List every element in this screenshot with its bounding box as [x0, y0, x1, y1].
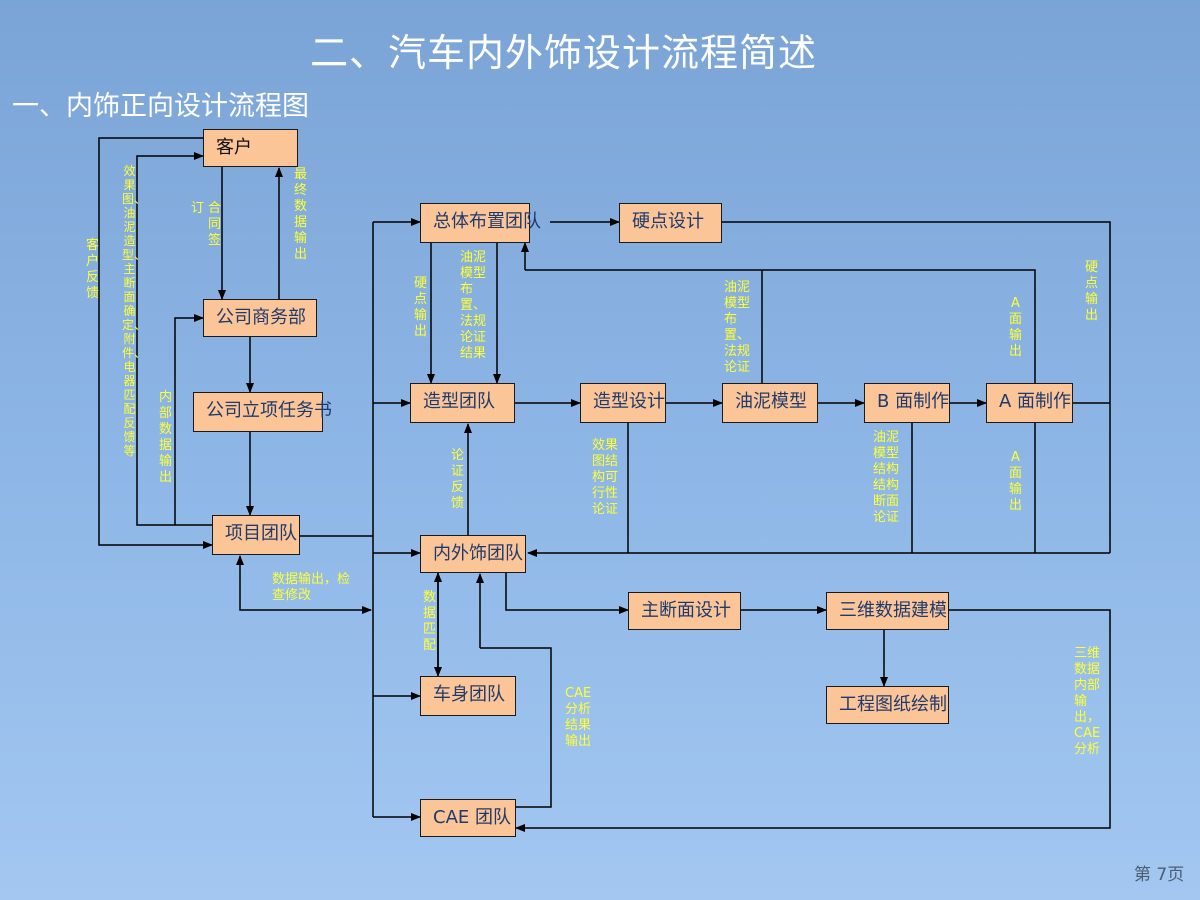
label-a-surface-out-upper: A面输出	[1008, 296, 1022, 359]
b-surface-node[interactable]: B 面制作	[864, 383, 950, 423]
label-feasibility: 效果图结构可行性论证	[592, 438, 619, 517]
section-design-node[interactable]: 主断面设计	[628, 592, 741, 630]
customer-node[interactable]: 客户	[203, 129, 298, 167]
label-hardpoint-out-left: 硬点输出	[413, 276, 427, 339]
project-team-node[interactable]: 项目团队	[212, 515, 300, 555]
label-customer-feedback: 客户反馈	[85, 238, 99, 301]
label-final-data: 最终数据输出	[293, 167, 307, 262]
label-data-check: 数据输出，检查修改	[272, 572, 351, 603]
modeling-3d-node[interactable]: 三维数据建模	[826, 592, 949, 630]
layout-team-node[interactable]: 总体布置团队	[420, 203, 541, 243]
label-internal-data: 内部数据输出	[158, 390, 172, 485]
section-subtitle: 一、内饰正向设计流程图	[12, 91, 309, 122]
styling-design-node[interactable]: 造型设计	[580, 383, 666, 423]
label-data-match: 数据匹配	[422, 590, 436, 653]
label-hardpoint-out-right: 硬点输出	[1084, 260, 1098, 323]
label-contract-a: 订	[190, 201, 204, 216]
label-cae-3d: 三维数据内部输出，CAE分析	[1074, 646, 1101, 757]
label-a-surface-out-lower: A面输出	[1008, 450, 1022, 513]
engineering-drawing-node[interactable]: 工程图纸绘制	[826, 686, 949, 724]
hardpoint-design-node[interactable]: 硬点设计	[619, 203, 722, 243]
label-contract-b: 合同签	[207, 201, 221, 248]
label-effects-list: 效果图、油泥造型、主断面确定、附件、电器匹配反馈等	[122, 164, 147, 458]
label-cae-result: CAE分析结果输出	[565, 686, 592, 749]
business-dept-node[interactable]: 公司商务部	[203, 299, 317, 337]
page-number: 第 7页	[1134, 865, 1185, 885]
label-review-feedback: 论证反馈	[450, 448, 464, 511]
label-clay-layout-result: 油泥模型布置、法规论证结果	[460, 250, 487, 361]
cae-team-node[interactable]: CAE 团队	[420, 799, 516, 837]
body-team-node[interactable]: 车身团队	[420, 676, 516, 716]
project-doc-node[interactable]: 公司立项任务书	[193, 392, 332, 432]
a-surface-node[interactable]: A 面制作	[986, 383, 1073, 423]
trim-team-node[interactable]: 内外饰团队	[420, 535, 526, 573]
label-clay-section: 油泥模型结构结构断面论证	[873, 430, 900, 525]
styling-team-node[interactable]: 造型团队	[410, 383, 515, 423]
label-clay-layout-check: 油泥模型布置、法规论证	[724, 280, 751, 375]
page-title: 二、汽车内外饰设计流程简述	[310, 31, 818, 75]
clay-model-node[interactable]: 油泥模型	[722, 383, 818, 423]
